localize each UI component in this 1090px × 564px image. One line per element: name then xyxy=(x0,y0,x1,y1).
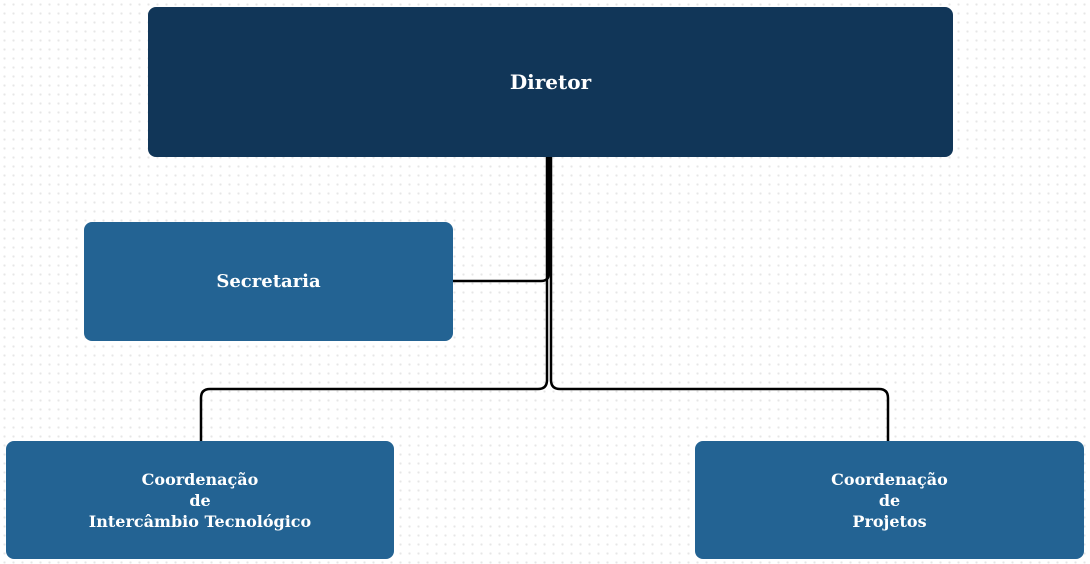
node-secretary-label: Secretaria xyxy=(216,271,321,292)
node-secretary[interactable]: Secretaria xyxy=(84,222,453,341)
connector-director-coord-tech xyxy=(199,155,549,443)
node-coord-tech-line1: Coordenação xyxy=(141,469,259,489)
node-coord-tech-line3: Intercâmbio Tecnológico xyxy=(88,511,312,531)
node-coord-proj-line3: Projetos xyxy=(852,511,927,531)
node-director-label: Diretor xyxy=(509,70,592,94)
node-coord-proj-line1: Coordenação xyxy=(831,469,948,489)
node-coord-projetos[interactable]: Coordenação de Projetos xyxy=(695,441,1084,559)
node-coord-tech-line2: de xyxy=(189,490,211,510)
connector-director-coord-proj xyxy=(549,155,890,443)
node-coord-proj-line2: de xyxy=(878,490,901,510)
node-director[interactable]: Diretor xyxy=(148,7,953,157)
connector-director-secretary xyxy=(451,155,551,283)
node-coord-intercambio-tecnologico[interactable]: Coordenação de Intercâmbio Tecnológico xyxy=(6,441,394,559)
